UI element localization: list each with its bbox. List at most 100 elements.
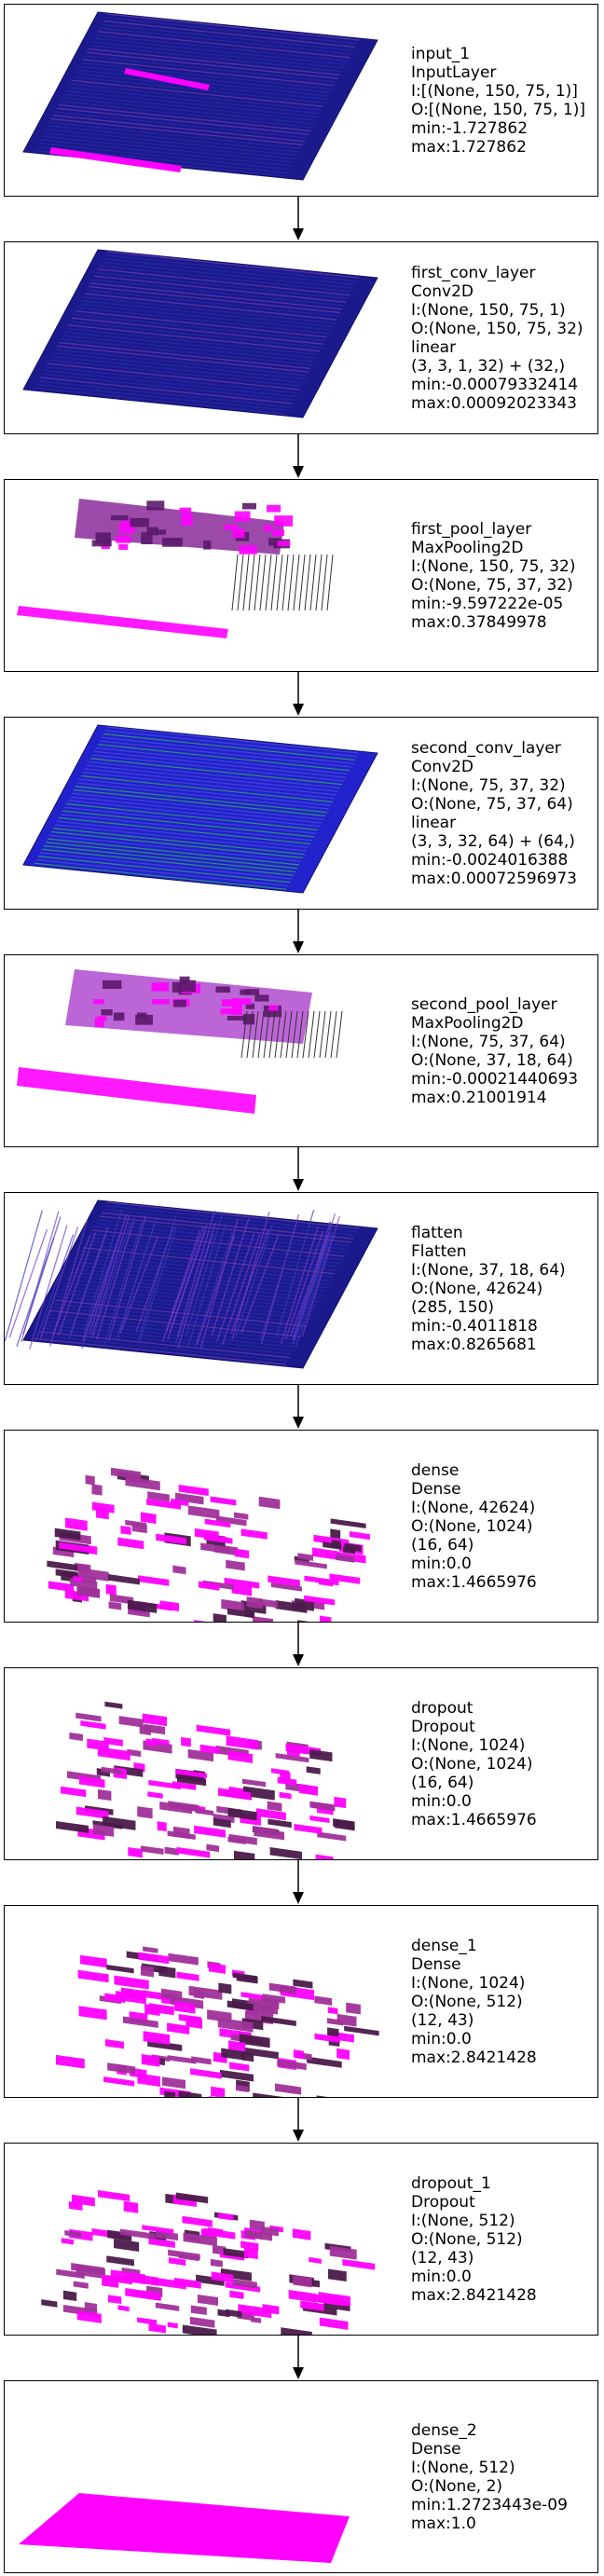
neuron-cell: [336, 2013, 357, 2027]
plane-texture-line: [185, 1212, 224, 1337]
neuron-cell: [138, 1952, 170, 1965]
plane-texture-line: [34, 387, 287, 415]
plane-texture-line: [60, 101, 313, 129]
plane-texture-line: [86, 51, 339, 79]
plane-texture-line: [43, 844, 296, 873]
layer-name: first_pool_layer: [411, 519, 532, 539]
plane-texture-line: [90, 1215, 130, 1336]
plane-texture-line: [51, 1234, 91, 1336]
plane-texture-line: [93, 37, 347, 65]
neuron-cell: [168, 2249, 200, 2261]
neuron-cell: [176, 1971, 199, 1981]
layer-detail: O:[(None, 150, 75, 1)]: [411, 100, 586, 119]
neuron-cell: [54, 1528, 81, 1541]
plane-texture-line: [52, 828, 306, 856]
pool-strand: [237, 554, 244, 611]
neuron-cell: [74, 1562, 91, 1573]
neuron-cell: [91, 1484, 103, 1496]
neuron-cell: [331, 1540, 341, 1549]
neuron-cell: [218, 2213, 234, 2221]
neuron-cell: [73, 2281, 89, 2289]
plane-texture-line: [67, 1275, 321, 1303]
plane-texture-line: [97, 744, 350, 772]
neuron-cell: [167, 2022, 190, 2035]
layer-visualization: [17, 969, 343, 1114]
neuron-cell: [206, 1534, 228, 1543]
layer-detail: (3, 3, 32, 64) + (64,): [411, 831, 575, 851]
plane-texture-line: [99, 265, 352, 293]
layer-type: Dense: [411, 1954, 461, 1974]
plane-texture-line: [103, 1221, 143, 1346]
neuron-cell: [127, 1748, 142, 1758]
pool-cell: [173, 999, 186, 1007]
plane-texture-line: [35, 858, 289, 887]
neuron-cell: [143, 1946, 158, 1953]
neuron-cell: [156, 1533, 186, 1545]
neuron-cell: [293, 2049, 305, 2060]
neuron-cell: [210, 1496, 237, 1506]
neuron-cell: [254, 1828, 285, 1841]
neuron-cell: [220, 2268, 252, 2281]
plane-texture-line: [73, 75, 326, 104]
layer-detail: min:-0.00021440693: [411, 1069, 579, 1089]
plane-texture-line: [76, 1257, 330, 1285]
plane-texture-line: [97, 31, 350, 59]
pool-strand: [248, 554, 255, 611]
plane-texture-line: [86, 289, 339, 317]
flow-arrow: [293, 2336, 304, 2379]
pool-strand: [296, 1010, 304, 1059]
plane-texture-line: [54, 111, 308, 139]
neuron-cell: [146, 1498, 182, 1510]
plane-texture-line: [37, 856, 291, 884]
neuron-cell: [141, 1963, 168, 1974]
plane-texture-line: [29, 1225, 68, 1350]
neuron-cell: [148, 2323, 166, 2334]
layer-detail: max:1.0: [411, 2514, 476, 2533]
neuron-cell: [141, 1845, 164, 1855]
neuron-cell: [182, 2215, 213, 2227]
layer-detail: max:1.4665976: [411, 1810, 537, 1829]
neuron-cell: [307, 2056, 342, 2068]
neuron-cell: [194, 1825, 226, 1838]
layer-detail: min:1.2723443e-09: [411, 2495, 568, 2514]
plane-texture-line: [194, 1232, 233, 1348]
neuron-cell: [270, 1768, 290, 1775]
pool-cell: [245, 1003, 255, 1009]
layer-name: second_conv_layer: [411, 738, 561, 758]
plane-texture-line: [41, 135, 295, 163]
neuron-cell: [125, 2288, 160, 2301]
layer-detail: O:(None, 75, 37, 64): [411, 794, 573, 814]
plane-texture-line: [104, 1205, 358, 1233]
neuron-cell: [114, 2239, 140, 2252]
neuron-cell: [211, 2086, 226, 2097]
neuron-cell: [118, 1716, 144, 1728]
plane-texture-line: [75, 310, 328, 338]
neuron-cell: [137, 2073, 160, 2087]
layer-detail: max:0.37849978: [411, 612, 547, 632]
pool-cell: [226, 1015, 248, 1021]
neuron-cell: [319, 2317, 349, 2330]
neuron-cell: [106, 1965, 134, 1974]
neuron-cell: [232, 2279, 257, 2289]
neuron-cell: [239, 2034, 270, 2048]
plane-texture-line: [45, 366, 298, 394]
neuron-cell: [211, 2271, 234, 2283]
neuron-cell: [221, 1598, 244, 1612]
plane-texture-line: [91, 41, 345, 69]
neuron-cell: [104, 2039, 124, 2049]
neuron-cell: [311, 1547, 338, 1560]
plane-texture-line: [80, 62, 334, 90]
layer-detail: I:(None, 512): [411, 2458, 515, 2477]
neuron-cell: [218, 1982, 232, 1994]
layer-detail: max:1.727862: [411, 137, 527, 157]
neuron-cell: [224, 1577, 260, 1589]
neuron-cell: [226, 2000, 254, 2011]
neuron-cell: [309, 1748, 333, 1762]
layer-name: flatten: [411, 1223, 463, 1242]
layer-detail: I:(None, 1024): [411, 1735, 526, 1755]
